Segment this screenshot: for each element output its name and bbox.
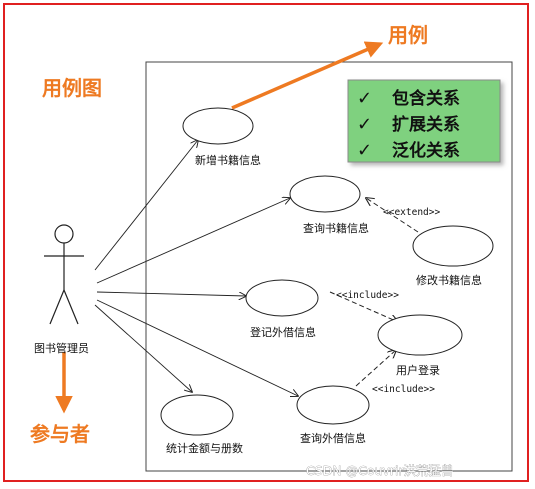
- use-case-user-login: 用户登录: [377, 314, 463, 377]
- use-case-label: 统计金额与册数: [166, 441, 243, 455]
- assoc-query-book: [96, 198, 290, 284]
- use-case-ellipse: [296, 385, 370, 425]
- usecase-pointer-arrow: [231, 41, 384, 110]
- include-line-register: [329, 291, 398, 322]
- legend-item-extend: 扩展关系: [392, 114, 460, 135]
- dependencies: [329, 198, 419, 387]
- actor-name: 图书管理员: [34, 341, 89, 355]
- use-case-stats: 统计金额与册数: [160, 394, 243, 455]
- legend-check-2: ✓: [357, 114, 372, 135]
- watermark: CSDN @Couvrir洪荒猛兽: [306, 463, 454, 478]
- actor-head: [54, 224, 74, 244]
- use-case-add-book: 新增书籍信息: [182, 107, 261, 167]
- extend-line: [366, 198, 419, 233]
- system-boundary: [145, 61, 513, 472]
- use-case-ellipse: [160, 394, 234, 436]
- use-case-label: 登记外借信息: [250, 325, 316, 339]
- legend-check-1: ✓: [357, 88, 372, 109]
- extend-label: <<extend>>: [383, 207, 440, 218]
- use-case-label: 查询书籍信息: [303, 221, 369, 235]
- actor-librarian: [44, 224, 84, 325]
- assoc-register-borrow: [96, 291, 246, 296]
- assoc-stats: [94, 304, 192, 392]
- use-case-ellipse: [289, 175, 361, 213]
- diagram-title-annotation: 用例图: [42, 76, 102, 100]
- use-case-label: 查询外借信息: [300, 431, 366, 445]
- legend-check-3: ✓: [357, 140, 372, 161]
- actor-right-leg: [63, 289, 79, 325]
- outer-frame: [3, 3, 529, 482]
- include-label-register: <<include>>: [336, 290, 399, 301]
- use-case-label: 用户登录: [396, 363, 440, 377]
- use-case-label: 新增书籍信息: [195, 153, 261, 167]
- legend-item-include: 包含关系: [392, 88, 460, 109]
- assoc-query-borrow: [96, 299, 298, 396]
- include-label-query: <<include>>: [372, 384, 435, 395]
- include-line-query: [355, 350, 396, 387]
- use-case-ellipse: [245, 279, 319, 317]
- use-case-label: 修改书籍信息: [416, 273, 482, 287]
- assoc-add-book: [94, 140, 198, 271]
- relation-legend: ✓ 包含关系 ✓ 扩展关系 ✓ 泛化关系: [347, 79, 501, 163]
- actor-annotation: 参与者: [30, 422, 90, 446]
- legend-item-generalization: 泛化关系: [392, 140, 460, 161]
- use-case-ellipse: [412, 225, 494, 267]
- use-case-query-book: 查询书籍信息: [289, 175, 369, 235]
- associations: [94, 140, 298, 396]
- legend-box: [347, 79, 501, 163]
- usecase-annotation: 用例: [388, 23, 428, 47]
- use-case-ellipse: [377, 314, 463, 356]
- use-case-query-borrow: 查询外借信息: [296, 385, 370, 445]
- use-case-ellipse: [182, 107, 254, 145]
- use-case-modify-book: 修改书籍信息: [412, 225, 494, 287]
- actor-left-leg: [49, 289, 65, 325]
- use-case-register-borrow: 登记外借信息: [245, 279, 319, 339]
